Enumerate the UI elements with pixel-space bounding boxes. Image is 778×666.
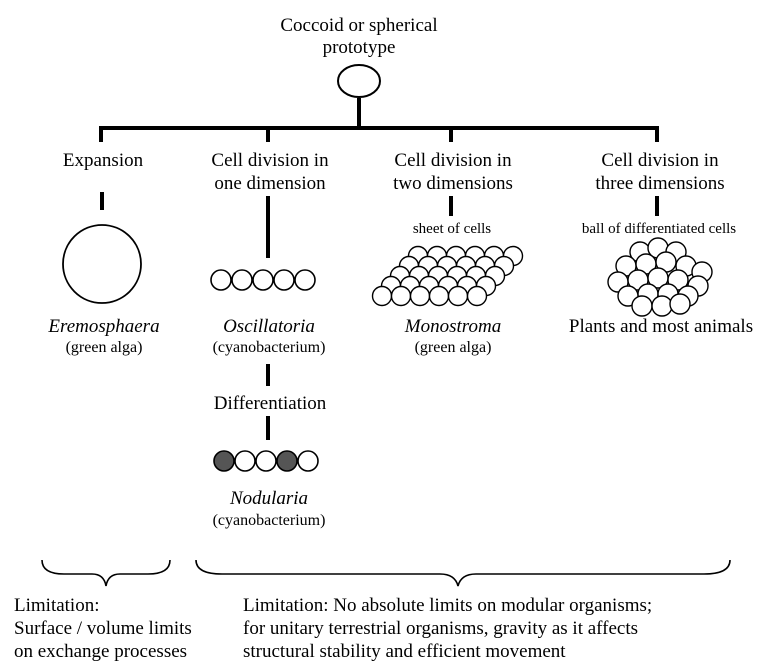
sheet-cell [428,285,450,307]
sheet-cell [409,285,431,307]
organism-eremosphaera: Eremosphaera [47,316,159,337]
organism-oscillatoria-type: (cyanobacterium) [213,339,326,356]
ball-cell [651,295,673,317]
organism-nodularia: Nodularia [229,488,308,509]
left-brace [41,559,171,587]
organism-oscillatoria: Oscillatoria [223,316,315,337]
limitation-left-line2: Surface / volume limits [14,618,192,639]
limitation-left-line1: Limitation: [14,595,100,616]
ball-of-differentiated-cells [607,237,713,317]
prototype-label-line1: Coccoid or spherical [280,15,437,36]
limitation-left-line3: on exchange processes [14,641,187,662]
ball-cell [631,295,653,317]
heading-three-dimensions-line1: Cell division in [601,150,719,171]
prototype-cell [337,64,381,98]
organism-monostroma-type: (green alga) [415,339,492,356]
heading-one-dimension-line1: Cell division in [211,150,329,171]
organism-monostroma: Monostroma [404,316,501,337]
heading-two-dimensions-line1: Cell division in [394,150,512,171]
organism-nodularia-type: (cyanobacterium) [213,512,326,529]
monostroma-sheet [371,245,524,307]
sheet-cell [447,285,469,307]
prototype-label-line2: prototype [323,37,396,58]
heading-two-dimensions-line2: two dimensions [393,173,513,194]
step-differentiation: Differentiation [214,393,327,414]
sublabel-ball-of-cells: ball of differentiated cells [582,221,736,237]
sheet-cell [371,285,393,307]
limitation-right-line3: structural stability and efficient movem… [243,641,566,662]
organism-plants-animals: Plants and most animals [569,316,753,337]
branching-tree [99,98,659,440]
eremosphaera-cell [62,224,142,304]
oscillatoria-filament [210,269,316,291]
limitation-right-line1: Limitation: No absolute limits on modula… [243,595,652,616]
sheet-cell [390,285,412,307]
heading-one-dimension-line2: one dimension [214,173,326,194]
right-brace [195,559,731,587]
sheet-cell [466,285,488,307]
sublabel-sheet-of-cells: sheet of cells [413,221,491,237]
nodularia-filament [213,450,319,472]
heading-expansion: Expansion [63,150,144,171]
organism-eremosphaera-type: (green alga) [66,339,143,356]
limitation-right-line2: for unitary terrestrial organisms, gravi… [243,618,638,639]
heading-three-dimensions-line2: three dimensions [595,173,724,194]
ball-cell [669,293,691,315]
